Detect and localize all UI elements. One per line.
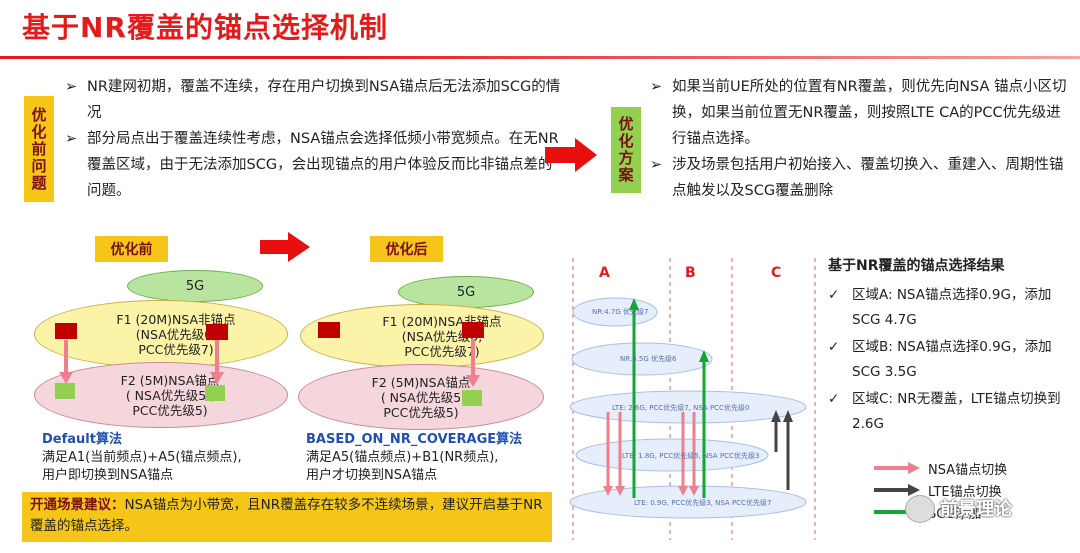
dark-arrow-icon — [874, 484, 920, 496]
arrow-legend: NSA锚点切换 LTE锚点切换 SCG添加 — [874, 457, 1007, 523]
ue-before-handover-marker — [318, 322, 340, 338]
legend-item: LTE锚点切换 — [874, 479, 1007, 501]
layer-label: LTE: 2.6G, PCC优先级7, NSA PCC优先级0 — [612, 404, 750, 412]
before-problem-tag: 优化前问题 — [24, 96, 54, 202]
result-list: ✓区域A: NSA锚点选择0.9G，添加SCG 4.7G ✓区域B: NSA锚点… — [828, 283, 1068, 439]
pink-arrow-icon — [874, 462, 920, 474]
right-arrow-icon — [260, 232, 310, 262]
result-title: 基于NR覆盖的锚点选择结果 — [828, 258, 1005, 274]
check-icon: ✓ — [828, 287, 840, 303]
after-diagram-tag: 优化后 — [370, 236, 443, 262]
f2-cell-ellipse: F2 (5M)NSA锚点( NSA优先级5 ,PCC优先级5) — [34, 362, 288, 428]
solution-bullets: ➢如果当前UE所处的位置有NR覆盖，则优先向NSA 锚点小区切换，如果当前位置无… — [650, 74, 1070, 204]
bullet-arrow-icon: ➢ — [650, 79, 663, 95]
solution-tag: 优化方案 — [611, 107, 641, 193]
layer-label: NR:3.5G 优先级6 — [620, 355, 677, 363]
watermark: 前景理论 — [940, 499, 1012, 520]
layer-label: LTE: 0.9G, PCC优先级3, NSA PCC优先级7 — [634, 499, 772, 507]
nr-coverage-algo-text: BASED_ON_NR_COVERAGE算法 满足A5(锚点频点)+B1(NR频… — [306, 432, 523, 483]
bullet-item: ➢如果当前UE所处的位置有NR覆盖，则优先向NSA 锚点小区切换，如果当前位置无… — [650, 74, 1070, 152]
5g-cell-ellipse: 5G — [398, 276, 534, 308]
bullet-item: ➢NR建网初期，覆盖不连续，存在用户切换到NSA锚点后无法添加SCG的情况 — [65, 74, 565, 126]
result-item: ✓区域B: NSA锚点选择0.9G，添加SCG 3.5G — [828, 335, 1068, 385]
ue-after-handover-marker — [205, 385, 225, 401]
zone-c-label: C — [771, 265, 782, 281]
default-algo-text: Default算法 满足A1(当前频点)+A5(锚点频点), 用户即切换到NSA… — [42, 432, 242, 483]
ue-after-handover-marker — [55, 383, 75, 399]
right-arrow-icon — [545, 138, 597, 172]
zone-b-label: B — [685, 265, 696, 281]
layer-label: NR:4.7G 优先级7 — [592, 308, 649, 316]
coverage-zone-diagram — [569, 258, 816, 540]
nsa-handover-arrow — [466, 339, 480, 387]
wechat-logo-icon — [905, 495, 935, 523]
bullet-item: ➢部分局点出于覆盖连续性考虑，NSA锚点会选择低频小带宽频点。在无NR覆盖区域，… — [65, 126, 565, 204]
result-item: ✓区域A: NSA锚点选择0.9G，添加SCG 4.7G — [828, 283, 1068, 333]
before-diagram-tag: 优化前 — [95, 236, 168, 262]
title-underline — [0, 56, 1080, 59]
before-problem-bullets: ➢NR建网初期，覆盖不连续，存在用户切换到NSA锚点后无法添加SCG的情况 ➢部… — [65, 74, 565, 204]
bullet-arrow-icon: ➢ — [65, 131, 78, 147]
check-icon: ✓ — [828, 339, 840, 355]
result-item: ✓区域C: NR无覆盖，LTE锚点切换到2.6G — [828, 387, 1068, 437]
page-title: 基于NR覆盖的锚点选择机制 — [22, 11, 388, 44]
deployment-advice-box: 开通场景建议：NSA锚点为小带宽，且NR覆盖存在较多不连续场景，建议开启基于NR… — [22, 492, 552, 542]
f1-cell-ellipse: F1 (20M)NSA非锚点(NSA优先级0,PCC优先级7) — [300, 304, 544, 368]
bullet-arrow-icon: ➢ — [650, 157, 663, 173]
legend-item: NSA锚点切换 — [874, 457, 1007, 479]
ue-before-handover-marker — [462, 322, 484, 338]
ue-before-handover-marker — [55, 323, 77, 339]
nsa-handover-arrows — [59, 340, 224, 384]
ue-before-handover-marker — [206, 324, 228, 340]
bullet-item: ➢涉及场景包括用户初始接入、覆盖切换入、重建入、周期性锚点触发以及SCG覆盖删除 — [650, 152, 1070, 204]
ue-after-handover-marker — [462, 390, 482, 406]
bullet-arrow-icon: ➢ — [65, 79, 78, 95]
check-icon: ✓ — [828, 391, 840, 407]
5g-cell-ellipse: 5G — [127, 270, 263, 302]
zone-a-label: A — [599, 265, 610, 281]
layer-label: LTE: 1.8G, PCC优先级5, NSA PCC优先级3 — [622, 452, 760, 460]
